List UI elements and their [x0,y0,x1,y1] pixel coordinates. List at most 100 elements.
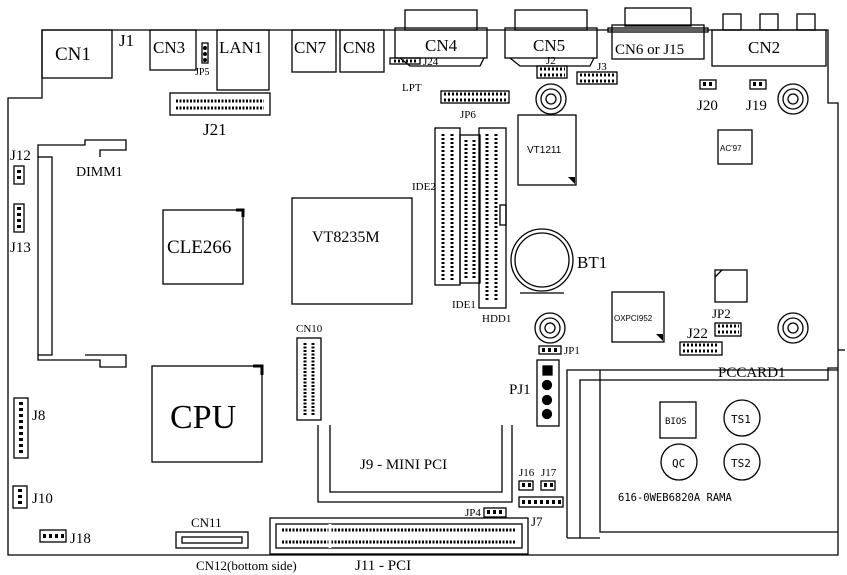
j21-connector [169,92,271,116]
cn5-label: CN5 [533,36,565,55]
ide1-connector [459,134,481,284]
j7-header [518,496,564,508]
cn3-label: CN3 [153,38,185,57]
j2-header [536,65,568,79]
cn2-connector [711,13,827,67]
ts2-label: TS2 [731,457,751,470]
j7-label: J7 [531,514,543,529]
qc-component [660,443,698,481]
vt1211-label: VT1211 [527,145,562,156]
bios-label: BIOS [665,417,687,427]
cn3-connector [149,29,197,71]
pj1-power-connector [536,359,560,427]
j16-label: J16 [519,467,535,479]
mounting-hole-top-middle [535,83,567,115]
ts1-label: TS1 [731,413,751,426]
vt1211-chip [517,114,577,186]
cn4-label: CN4 [425,36,458,55]
j2-label: J2 [546,55,556,67]
bios-chip [659,401,697,439]
ts2-component [723,443,761,481]
cn4-connector [394,9,488,67]
oxpci952-chip [611,291,665,343]
j17-header [540,480,556,491]
j11-label: J11 - PCI [355,558,411,574]
j18-header [39,529,67,543]
cn10-connector [296,337,322,421]
cpu-label: CPU [170,399,236,436]
cn2-label: CN2 [748,38,780,57]
j16-header [518,480,534,491]
dimm1-slot [37,139,127,368]
cn12-label: CN12(bottom side) [196,558,297,573]
bt1-label: BT1 [577,253,607,272]
cn1-connector [41,29,113,79]
j19-label: J19 [746,98,767,114]
j10-label: J10 [32,491,53,507]
mounting-hole-middle [534,312,566,344]
hdd1-connector [478,127,507,309]
jp5-header [201,42,209,64]
ts1-component [723,399,761,437]
dimm1-label: DIMM1 [76,165,123,180]
j12-header [13,165,25,185]
j12-label: J12 [10,148,31,164]
j20-header [699,79,717,90]
pccard1-slot [566,349,845,539]
jp4-header [483,507,507,518]
jp1-label: JP1 [564,345,580,357]
bt1-battery [510,228,574,294]
j13-header [13,203,25,233]
mounting-hole-right [777,312,809,344]
j22-header [679,341,723,356]
j10-header [12,485,28,509]
cn7-connector [291,29,337,73]
ide2-connector [434,127,461,286]
pj1-label: PJ1 [509,382,531,398]
cn11-label: CN11 [191,515,222,530]
lan1-label: LAN1 [219,38,262,57]
jp5-label: JP5 [195,67,209,78]
jp2-label: JP2 [712,306,731,321]
jp2-header [714,322,742,337]
hdd1-label: HDD1 [482,313,511,325]
ac97-label: AC'97 [720,144,742,153]
cn6-label: CN6 or J15 [615,42,684,58]
ide1-label: IDE1 [452,299,476,311]
cn1-label: CN1 [55,44,91,65]
j22-label: J22 [687,326,708,342]
model-label: 616-0WEB6820A RAMA [618,492,732,504]
cn11-connector [175,531,249,549]
j18-label: J18 [70,531,91,547]
j9-label: J9 - MINI PCI [360,457,447,473]
cle266-chip [162,209,244,285]
cn7-label: CN7 [294,38,327,57]
j24-label: J24 [423,56,439,68]
jp2-chip [714,269,748,303]
jp6-label: JP6 [460,109,476,121]
jp6-header [440,90,510,104]
cn8-label: CN8 [343,38,375,57]
cn10-label: CN10 [296,323,323,335]
mounting-hole-top-right [777,83,809,115]
j21-label: J21 [203,120,227,139]
lan1-connector [216,29,270,91]
j9-mini-pci-slot [317,425,513,503]
cn6-connector [607,7,709,60]
j8-header [13,397,29,459]
j17-label: J17 [541,467,557,479]
j8-label: J8 [32,408,45,424]
j13-label: J13 [10,240,31,256]
cpu-chip [151,365,263,463]
cn8-connector [339,29,385,73]
vt8235m-label: VT8235M [312,229,380,246]
jp4-label: JP4 [465,507,481,519]
j3-header [576,71,618,85]
qc-label: QC [672,457,685,470]
j11-pci-slot [269,517,529,555]
j19-header [749,79,767,90]
oxpci952-label: OXPCI952 [614,314,653,323]
j3-label: J3 [597,61,607,73]
ide2-label: IDE2 [412,181,436,193]
